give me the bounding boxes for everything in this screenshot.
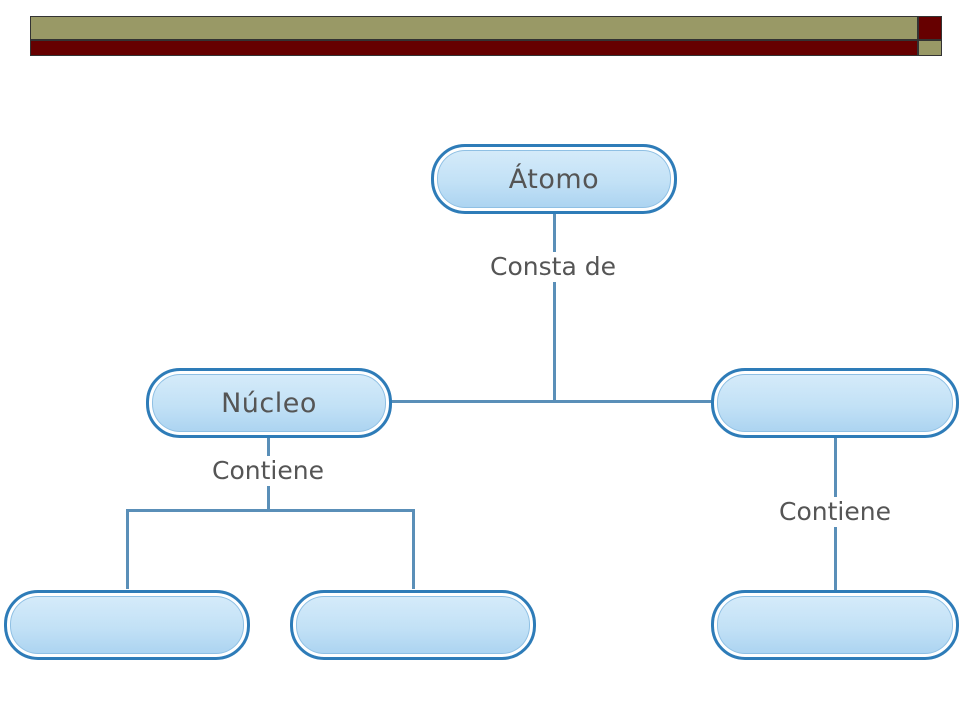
node-right-blank <box>711 368 959 438</box>
header-maroon-square <box>918 16 942 40</box>
connector-bottom-left-2 <box>412 509 415 589</box>
header-maroon-strip <box>30 40 918 56</box>
node-bottom-left-2 <box>290 590 536 660</box>
slide-header-bar <box>30 16 942 56</box>
node-bottom-right <box>711 590 959 660</box>
link-label-contiene-right: Contiene <box>775 497 895 527</box>
node-atom: Átomo <box>431 144 677 214</box>
connector-atom-down <box>553 212 556 403</box>
link-label-consta-de: Consta de <box>486 252 620 282</box>
node-atom-label: Átomo <box>508 163 600 195</box>
node-nucleus: Núcleo <box>146 368 392 438</box>
link-label-contiene-left: Contiene <box>208 456 328 486</box>
connector-horizontal-main <box>390 400 714 403</box>
connector-bottom-left-1 <box>126 509 129 589</box>
header-olive-square <box>918 40 942 56</box>
header-olive-strip <box>30 16 918 40</box>
connector-nucleus-horizontal <box>126 509 415 512</box>
node-nucleus-label: Núcleo <box>221 387 317 419</box>
node-bottom-left-1 <box>4 590 250 660</box>
